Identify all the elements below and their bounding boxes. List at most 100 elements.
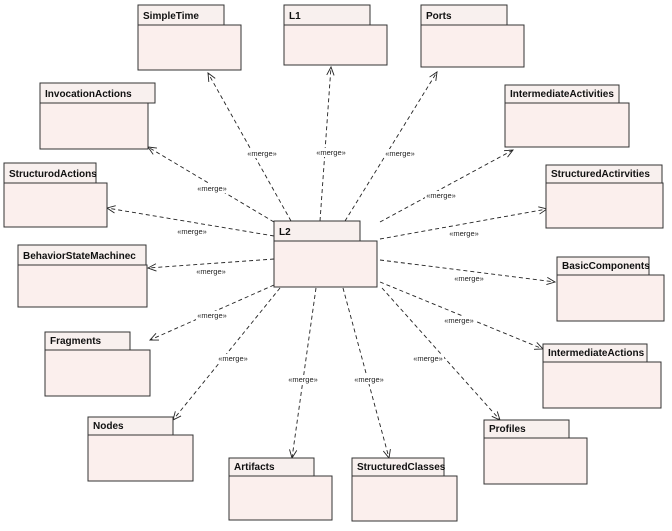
package-name: InvocationActions — [45, 89, 132, 100]
stereotype-label-background — [448, 229, 480, 238]
package-body — [420, 24, 525, 68]
open-arrowhead-icon — [533, 342, 545, 350]
package-name: L1 — [289, 11, 301, 22]
package-simpletime[interactable]: SimpleTime — [137, 4, 242, 71]
dependency-line — [379, 208, 548, 240]
dependency-line — [379, 259, 556, 283]
package-body — [283, 24, 388, 66]
merge-dependency-profiles: «merge» — [381, 287, 501, 421]
package-body — [351, 475, 458, 522]
open-arrowhead-icon — [148, 333, 160, 341]
package-body — [556, 274, 665, 322]
stereotype-label-background — [176, 227, 208, 236]
package-intermediateactions[interactable]: IntermediateActions — [542, 343, 662, 409]
package-name: StructuredClasses — [357, 462, 446, 473]
merge-dependency-structuredactirvities: «merge» — [379, 206, 549, 240]
merge-dependency-nodes: «merge» — [172, 287, 281, 421]
stereotype-label: «merge» — [385, 149, 415, 158]
package-profiles[interactable]: Profiles — [483, 419, 588, 485]
stereotype-label-background — [353, 375, 385, 384]
package-body — [137, 24, 242, 71]
stereotype-label-background — [287, 375, 319, 384]
stereotype-label: «merge» — [197, 311, 227, 320]
merge-dependency-intermediateactions: «merge» — [379, 281, 545, 350]
dependency-line — [381, 287, 501, 421]
dependency-line — [379, 281, 544, 350]
open-arrowhead-icon — [429, 71, 438, 81]
package-name: IntermediateActivities — [510, 89, 614, 100]
stereotype-label-background — [425, 191, 457, 200]
stereotype-label-background — [217, 354, 249, 363]
stereotype-label-background — [315, 148, 347, 157]
stereotype-label-background — [412, 354, 444, 363]
stereotype-label-background — [453, 274, 485, 283]
stereotype-label-background — [196, 184, 228, 193]
package-structuredactirvities[interactable]: StructuredActirvities — [545, 164, 664, 229]
merge-dependency-fragments: «merge» — [148, 284, 275, 341]
package-name: IntermediateActions — [548, 348, 645, 359]
package-name: Nodes — [93, 421, 124, 432]
stereotype-label: «merge» — [247, 149, 277, 158]
package-name: Ports — [426, 11, 452, 22]
merge-dependency-simpletime: «merge» — [207, 72, 292, 222]
package-name: Profiles — [489, 424, 526, 435]
dependency-line — [207, 72, 292, 222]
package-name: Fragments — [50, 336, 102, 347]
merge-dependency-ports: «merge» — [344, 71, 438, 222]
package-body — [483, 437, 588, 485]
dependency-line — [319, 66, 332, 222]
package-fragments[interactable]: Fragments — [44, 331, 151, 397]
package-name: BasicComponents — [562, 261, 650, 272]
package-name: StructurodActions — [9, 169, 97, 180]
package-structurodactions[interactable]: StructurodActions — [3, 162, 108, 228]
dependency-line — [344, 71, 438, 222]
stereotype-label: «merge» — [197, 184, 227, 193]
stereotype-label: «merge» — [413, 354, 443, 363]
package-name: SimpleTime — [143, 11, 199, 22]
package-l2[interactable]: L2 — [273, 220, 378, 288]
stereotype-label-background — [443, 316, 475, 325]
package-basiccomponents[interactable]: BasicComponents — [556, 256, 665, 322]
open-arrowhead-icon — [207, 72, 216, 83]
package-body — [228, 475, 333, 521]
merge-dependencies: «merge» «merge» «merge» «merge» «merge» «merg… — [105, 65, 557, 460]
stereotype-label: «merge» — [196, 267, 226, 276]
package-structuredclasses[interactable]: StructuredClasses — [351, 457, 458, 522]
stereotype-label: «merge» — [426, 191, 456, 200]
merge-dependency-structurodactions: «merge» — [105, 205, 275, 237]
merge-dependency-structuredclasses: «merge» — [342, 287, 391, 460]
package-invocationactions[interactable]: InvocationActions — [39, 82, 156, 150]
dependency-line — [147, 258, 275, 269]
stereotype-label-background — [195, 267, 227, 276]
stereotype-label-background — [246, 149, 278, 158]
package-behaviorstatemachinec[interactable]: BehaviorStateMachinec — [17, 244, 148, 308]
package-artifacts[interactable]: Artifacts — [228, 457, 333, 521]
package-ports[interactable]: Ports — [420, 4, 525, 68]
merge-dependency-invocationactions: «merge» — [147, 146, 275, 223]
dependency-line — [291, 287, 317, 459]
package-body — [3, 182, 108, 228]
stereotype-label: «merge» — [316, 148, 346, 157]
stereotype-label: «merge» — [449, 229, 479, 238]
open-arrowhead-icon — [546, 276, 557, 286]
package-body — [39, 102, 149, 150]
package-body — [87, 434, 194, 482]
package-name: StructuredActirvities — [551, 169, 650, 180]
stereotype-label: «merge» — [454, 274, 484, 283]
package-name: L2 — [279, 227, 291, 238]
stereotype-label: «merge» — [354, 375, 384, 384]
stereotype-label: «merge» — [444, 316, 474, 325]
open-arrowhead-icon — [326, 65, 335, 76]
merge-dependency-l1: «merge» — [315, 65, 347, 222]
dependency-line — [342, 287, 390, 459]
package-body — [273, 240, 378, 288]
open-arrowhead-icon — [503, 149, 514, 158]
package-body — [44, 349, 151, 397]
package-l1[interactable]: L1 — [283, 4, 388, 66]
package-intermediateactivities[interactable]: IntermediateActivities — [504, 84, 630, 148]
package-nodes[interactable]: Nodes — [87, 416, 194, 482]
stereotype-label-background — [196, 311, 228, 320]
dependency-line — [106, 207, 275, 237]
open-arrowhead-icon — [147, 146, 157, 155]
